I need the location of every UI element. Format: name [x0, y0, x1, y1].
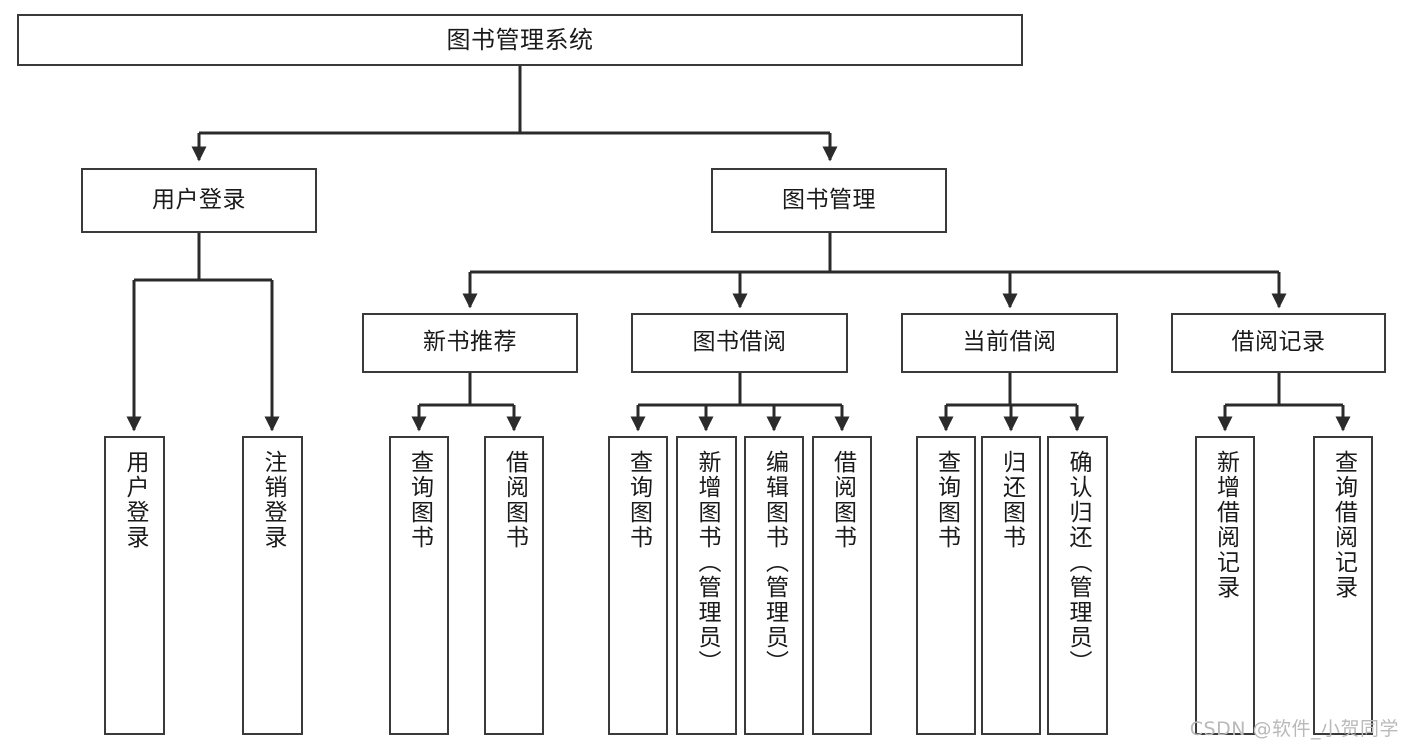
node-leaf-return-book-label: 归还图书 [998, 450, 1025, 550]
node-leaf-add-book-label: 新增图书（管理员） [694, 450, 720, 675]
node-leaf-return-book[interactable]: 归还图书 [981, 436, 1041, 735]
node-current-borrow-label: 当前借阅 [962, 329, 1057, 356]
node-book-management[interactable]: 图书管理 [711, 168, 947, 233]
csdn-watermark: CSDN @软件_小贺同学 [1189, 718, 1399, 740]
node-leaf-logout-login[interactable]: 注销登录 [242, 436, 303, 735]
node-leaf-confirm-return-label: 确认归还（管理员） [1065, 450, 1091, 675]
node-leaf-query-record[interactable]: 查询借阅记录 [1313, 436, 1373, 735]
node-leaf-borrow-book-2-label: 借阅图书 [829, 450, 856, 550]
node-leaf-query-book-2[interactable]: 查询图书 [608, 436, 668, 735]
node-user-login[interactable]: 用户登录 [81, 168, 317, 233]
node-leaf-add-book[interactable]: 新增图书（管理员） [676, 436, 737, 735]
node-leaf-query-record-label: 查询借阅记录 [1330, 450, 1357, 600]
node-leaf-borrow-book-1[interactable]: 借阅图书 [484, 436, 544, 735]
node-user-login-label: 用户登录 [152, 186, 246, 213]
node-book-borrow-label: 图书借阅 [692, 329, 787, 356]
node-leaf-confirm-return[interactable]: 确认归还（管理员） [1047, 436, 1108, 735]
node-leaf-add-record-label: 新增借阅记录 [1212, 450, 1239, 600]
node-leaf-edit-book-label: 编辑图书（管理员） [761, 450, 788, 675]
node-leaf-edit-book[interactable]: 编辑图书（管理员） [744, 436, 804, 735]
node-leaf-logout-login-label: 注销登录 [260, 450, 286, 550]
node-current-borrow[interactable]: 当前借阅 [901, 313, 1118, 373]
node-root[interactable]: 图书管理系统 [17, 14, 1023, 66]
node-new-book-recommend-label: 新书推荐 [423, 329, 517, 356]
node-leaf-user-login-label: 用户登录 [122, 450, 148, 550]
node-leaf-query-book-2-label: 查询图书 [625, 450, 652, 550]
node-leaf-borrow-book-2[interactable]: 借阅图书 [812, 436, 872, 735]
node-root-label: 图书管理系统 [446, 25, 594, 54]
node-leaf-borrow-book-1-label: 借阅图书 [501, 450, 528, 550]
node-leaf-query-book-1-label: 查询图书 [406, 450, 433, 550]
node-leaf-query-book-3-label: 查询图书 [933, 450, 960, 550]
node-book-management-label: 图书管理 [782, 186, 876, 213]
node-borrow-record[interactable]: 借阅记录 [1171, 313, 1386, 373]
node-new-book-recommend[interactable]: 新书推荐 [362, 313, 578, 373]
node-borrow-record-label: 借阅记录 [1231, 329, 1326, 356]
node-leaf-query-book-3[interactable]: 查询图书 [916, 436, 976, 735]
node-leaf-query-book-1[interactable]: 查询图书 [389, 436, 449, 735]
node-book-borrow[interactable]: 图书借阅 [631, 313, 848, 373]
node-leaf-user-login[interactable]: 用户登录 [104, 436, 165, 735]
node-leaf-add-record[interactable]: 新增借阅记录 [1195, 436, 1255, 735]
